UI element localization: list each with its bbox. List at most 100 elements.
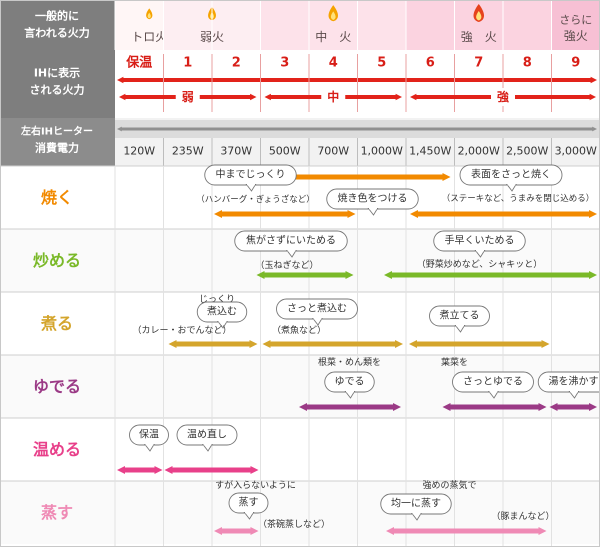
- yaku-bubble-0-text: 中までじっくり: [216, 168, 286, 181]
- ih-setting-5: 5: [377, 56, 386, 71]
- yaku-note-4: （ステーキなど、うまみを閉じ込める）: [442, 193, 595, 204]
- yuderu-note-2: 葉菜を: [441, 356, 468, 368]
- yaku-arrow-mid: [279, 173, 451, 181]
- power-value-0-4: 700W: [317, 145, 349, 158]
- category-name-2: 煮る: [40, 314, 73, 333]
- atatameru-arrow-low: [117, 466, 163, 474]
- ih-label-cell: [0, 50, 115, 118]
- atatameru-bubble-0: 保温: [129, 424, 169, 452]
- yuderu-bubble-3-text: さっとゆでる: [463, 376, 523, 388]
- musu-note-2: （茶碗蒸しなど）: [258, 518, 330, 530]
- heat-band-4: [551, 0, 600, 50]
- yuderu-arrow-mid: [442, 403, 547, 411]
- power-label-0-a: 左右IHヒーター: [20, 125, 93, 138]
- ih-group-label-0: 弱: [182, 89, 194, 104]
- musu-bubble-1-text: 蒸す: [239, 497, 259, 509]
- power-label-cell-0: [0, 118, 115, 168]
- power-label-0-b: 消費電力: [35, 141, 79, 155]
- yaku-bubble-0: 中までじっくり: [204, 164, 297, 192]
- ih-setting-3: 3: [280, 56, 289, 71]
- niru-bubble-1: 煮込む: [196, 301, 248, 329]
- category-row-bg-4: [0, 418, 600, 481]
- yuderu-arrow-high: [549, 403, 597, 411]
- musu-bubble-4: 均一に蒸す: [380, 493, 452, 521]
- yuderu-bubble-1: ゆでる: [324, 371, 375, 399]
- itameru-bubble-0-text: 焦がさずにいためる: [246, 234, 336, 247]
- niru-bubble-3: さっと煮込む: [276, 298, 358, 326]
- musu-bubble-4-text: 均一に蒸す: [391, 498, 441, 510]
- yuderu-bubble-3: さっとゆでる: [452, 371, 534, 399]
- flame-icon: [473, 4, 484, 22]
- power-value-0-2: 370W: [220, 145, 252, 158]
- flame-inner: [476, 11, 482, 21]
- yaku-note-1: （ハンバーグ・ぎょうざなど）: [196, 194, 315, 205]
- heat-level-label-4-b: 強火: [564, 29, 588, 43]
- power-value-0-3: 500W: [269, 145, 301, 158]
- category-name-4: 温める: [32, 440, 81, 459]
- niru-arrow-low: [168, 340, 258, 348]
- category-name-0: 焼く: [41, 188, 73, 207]
- yuderu-note-0: 根菜・めん類を: [318, 356, 381, 368]
- itameru-bubble-2-text: 手早くいためる: [445, 234, 515, 247]
- niru-note-2: （カレー・おでんなど）: [132, 325, 231, 336]
- musu-note-0: すが入らないように: [215, 479, 296, 491]
- itameru-bubble-2: 手早くいためる: [433, 230, 526, 258]
- ih-setting-4: 4: [329, 56, 338, 71]
- yuderu-bubble-4: 湯を沸かす: [537, 371, 600, 399]
- yaku-bubble-2: 焼き色をつける: [326, 188, 419, 216]
- itameru-note-3: （野菜炒めなど、シャキッと）: [417, 258, 543, 270]
- power-arrow-0: [117, 126, 597, 132]
- power-value-0-6: 1,450W: [409, 145, 451, 158]
- musu-arrow-high: [386, 527, 547, 535]
- category-name-5: 蒸す: [41, 503, 73, 522]
- power-value-0-9: 3,000W: [555, 145, 597, 158]
- itameru-arrow-low: [256, 271, 354, 279]
- power-value-0-7: 2,000W: [458, 145, 500, 158]
- power-value-0-8: 2,500W: [506, 145, 548, 158]
- yuderu-bubble-1-text: ゆでる: [335, 376, 365, 388]
- atatameru-bubble-1: 温め直し: [176, 424, 238, 452]
- yaku-bubble-2-text: 焼き色をつける: [338, 192, 408, 205]
- musu-note-5: （豚まんなど）: [491, 511, 554, 522]
- musu-note-3: 強めの蒸気で: [422, 479, 476, 491]
- itameru-arrow-high: [384, 271, 597, 279]
- ih-setting-6: 6: [426, 56, 435, 71]
- flame-inner: [330, 11, 336, 20]
- corner-cell: [0, 0, 115, 50]
- itameru-bubble-0: 焦がさずにいためる: [234, 230, 348, 258]
- niru-bubble-5-text: 煮立てる: [440, 309, 480, 322]
- power-value-0-0: 120W: [123, 145, 155, 158]
- yaku-bubble-3-text: 表面をさっと焼く: [471, 168, 551, 181]
- niru-bubble-3-text: さっと煮込む: [287, 303, 347, 315]
- ih-setting-9: 9: [571, 56, 580, 71]
- ih-setting-2: 2: [232, 56, 241, 71]
- yaku-arrow-low: [214, 210, 356, 218]
- heat-band-0: [115, 0, 164, 50]
- heat-level-label-0: トロ火: [131, 30, 167, 44]
- ih-group-label-2: 強: [497, 89, 509, 104]
- ih-setting-0: 保温: [125, 55, 152, 71]
- musu-arrow-low: [214, 527, 259, 535]
- corner-label-line-1: 一般的に: [35, 9, 79, 23]
- category-name-1: 炒める: [33, 251, 81, 270]
- niru-arrow-mid: [262, 340, 403, 348]
- itameru-note-1: （玉ねぎなど）: [255, 259, 318, 271]
- ih-group-label-bg: [175, 88, 200, 106]
- power-value-0-1: 235W: [172, 145, 204, 158]
- niru-bubble-5: 煮立てる: [429, 305, 490, 333]
- heat-level-label-2: 中 火: [315, 29, 351, 44]
- yuderu-bubble-4-text: 湯を沸かす: [549, 375, 599, 388]
- ih-setting-8: 8: [523, 56, 532, 71]
- niru-bubble-1-text: 煮込む: [207, 306, 237, 318]
- heat-level-label-3: 強 火: [461, 30, 497, 44]
- ih-label-line-1: IHに表示: [34, 66, 80, 80]
- yaku-arrow-high: [410, 210, 597, 218]
- flame-icon: [328, 5, 338, 22]
- ih-setting-7: 7: [474, 56, 483, 71]
- ih-group-label-bg: [321, 88, 346, 106]
- atatameru-bubble-1-text: 温め直し: [187, 428, 227, 441]
- power-value-0-5: 1,000W: [361, 145, 403, 158]
- niru-note-4: （煮魚など）: [272, 324, 326, 336]
- ih-group-label-bg: [491, 88, 515, 106]
